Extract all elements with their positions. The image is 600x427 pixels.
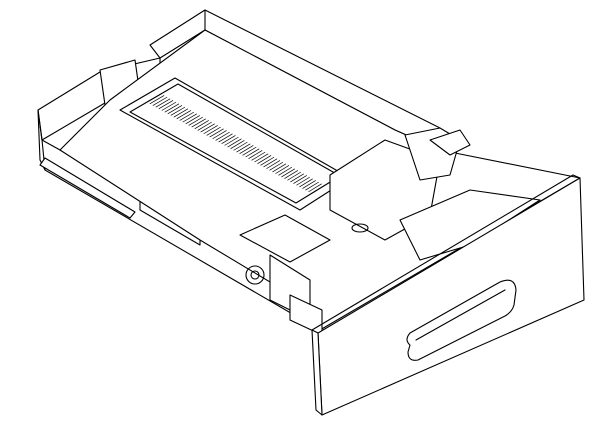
- roller-hatch-line: [239, 145, 254, 154]
- roller-hatch-line: [164, 103, 180, 113]
- roller-hatch-line: [146, 93, 162, 103]
- roller-hatch-line: [185, 115, 200, 125]
- roller-hatch-line: [209, 128, 224, 138]
- roller-hatch-line: [218, 133, 233, 143]
- roller-hatch-line: [254, 153, 269, 163]
- roller-hatch-line: [176, 110, 192, 120]
- roller-hatch-line: [155, 98, 171, 108]
- roller-hatch-line: [281, 168, 296, 178]
- roller-hatch-line: [290, 173, 304, 183]
- gear-mechanism: [245, 254, 323, 336]
- roller-hatch-line: [272, 163, 287, 173]
- roller-hatch-line: [233, 141, 248, 151]
- roller-hatch-line: [200, 123, 215, 133]
- feed-roller-strip: [119, 77, 351, 211]
- tray-handle[interactable]: [406, 279, 517, 361]
- roller-hatch-line: [227, 138, 242, 148]
- roller-hatch-line: [221, 135, 236, 145]
- roller-hatch-line: [284, 170, 299, 179]
- roller-hatch-line: [149, 95, 165, 105]
- roller-hatch-line: [278, 166, 293, 176]
- roller-hatch-line: [299, 178, 313, 188]
- roller-hatch-line: [269, 161, 284, 171]
- roller-hatch-line: [179, 111, 195, 121]
- roller-hatch-line: [203, 125, 218, 135]
- roller-hatch-line: [311, 185, 325, 194]
- roller-hatch-line: [263, 158, 278, 168]
- roller-hatch-line: [188, 116, 203, 126]
- roller-hatch-line: [308, 183, 322, 193]
- roller-hatch-line: [206, 126, 221, 136]
- roller-hatch-line: [173, 108, 189, 118]
- roller-hatch-line: [224, 136, 239, 146]
- roller-hatch-line: [182, 113, 198, 123]
- roller-hatch-line: [191, 118, 206, 128]
- roller-hatch-line: [230, 140, 245, 150]
- roller-hatch-line: [287, 171, 302, 181]
- roller-hatch-line: [194, 120, 209, 130]
- roller-hatch-line: [305, 181, 319, 191]
- roller-hatch-line: [266, 160, 281, 169]
- roller-hatch-line: [251, 151, 266, 161]
- roller-hatch-line: [257, 155, 272, 164]
- roller-hatch-line: [212, 130, 227, 140]
- roller-hatch-line: [158, 100, 174, 110]
- roller-hatch-line: [152, 96, 168, 106]
- roller-hatch-line: [161, 101, 177, 111]
- roller-hatch-line: [242, 146, 257, 156]
- roller-hatch-line: [248, 150, 263, 159]
- roller-hatch-line: [293, 175, 307, 184]
- roller-hatch-line: [245, 148, 260, 158]
- roller-hatch-line: [302, 180, 316, 189]
- roller-hatch-line: [170, 106, 186, 116]
- roller-hatch-line: [275, 165, 290, 174]
- paper-guide: [239, 127, 541, 263]
- roller-hatch-line: [197, 121, 212, 131]
- roller-hatch-line: [167, 105, 183, 115]
- tray-front-panel: [311, 174, 585, 416]
- roller-hatch-line: [215, 131, 230, 141]
- roller-hatch-line: [236, 143, 251, 153]
- roller-hatch-line: [296, 176, 310, 186]
- roller-hatch-line: [260, 156, 275, 166]
